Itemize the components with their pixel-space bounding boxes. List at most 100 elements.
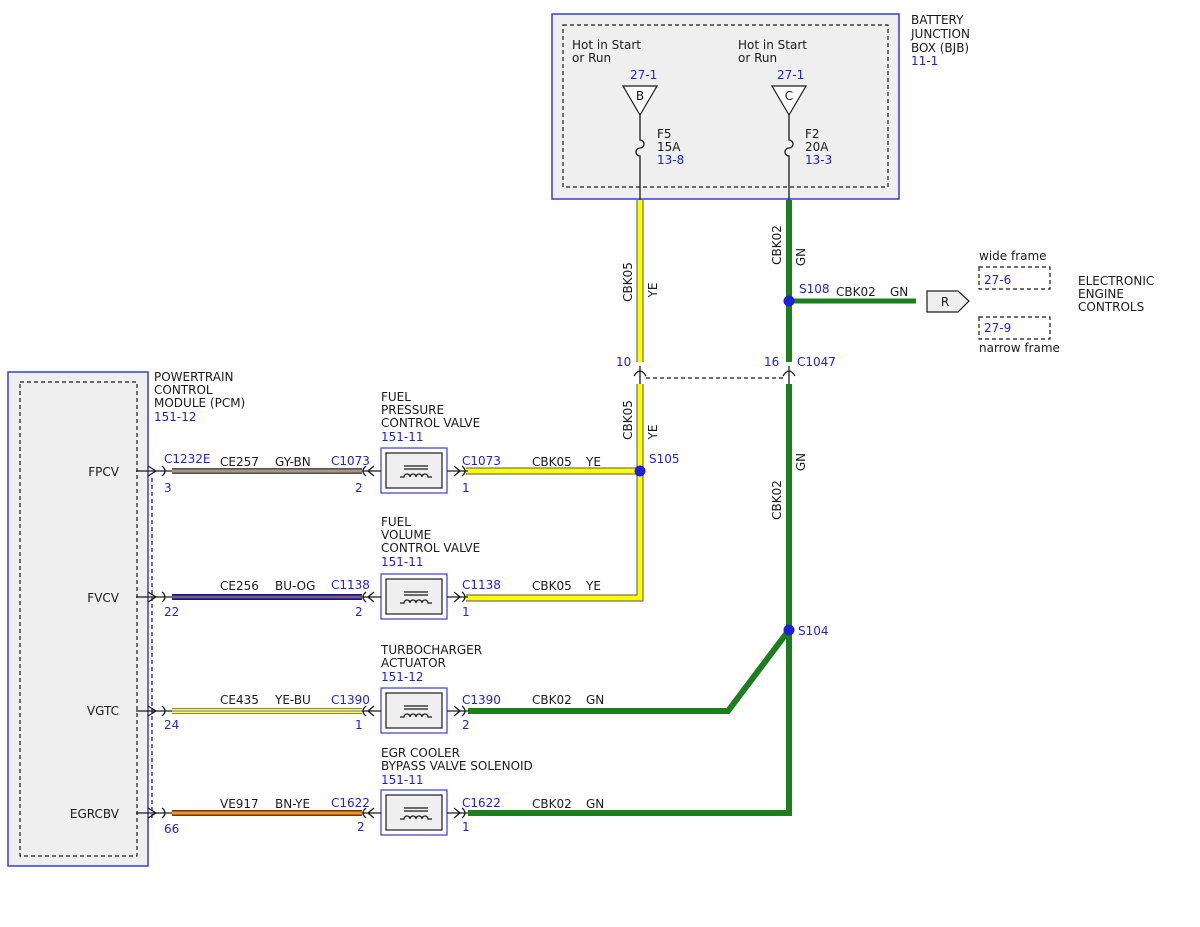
egrcbv-in-terminal [362,807,367,819]
eec-wide-frame-box [978,266,1051,290]
egrcbv-pin-out: 1 [462,820,470,834]
bjb-ref[interactable]: 11-1 [911,54,938,68]
vgtc-conn-out[interactable]: C1390 [462,693,501,707]
bjb-name-2: JUNCTION [910,27,970,41]
vgtc-out-terminal [461,705,466,717]
wire-gn-upper-color: GN [794,248,808,266]
fvcv-out-color: YE [585,579,601,593]
fvcv-name-2: VOLUME [381,528,431,542]
bjb-left-supply-2: or Run [572,51,611,65]
fvcv-pin-out: 1 [462,605,470,619]
vgtc-pin-out: 2 [462,718,470,732]
bjb-left-ref[interactable]: 27-1 [630,68,657,82]
fuse-f5-symbol [635,115,645,200]
c1047-label[interactable]: C1047 [797,355,836,369]
wire-ye-upper-circuit: CBK05 [621,262,635,302]
fpcv-name-2: PRESSURE [381,403,444,417]
vgtc-conn-in[interactable]: C1390 [331,693,370,707]
pcm-connector-label[interactable]: C1232E [164,452,211,466]
wire-ce435-label: CE435 [220,693,259,707]
bjb-name-3: BOX (BJB) [911,41,969,55]
fuse-f5-amps: 15A [657,140,681,154]
eec-name-2: ENGINE [1078,287,1124,301]
vgtc-ref[interactable]: 151-12 [381,670,424,684]
splice-s105[interactable] [634,465,646,477]
vgtc-out-wire: CBK02 [532,693,572,707]
fpcv-pin-out: 1 [462,481,470,495]
wire-ve917-label: VE917 [220,797,259,811]
wire-ye-upper-color: YE [646,283,660,299]
egrcbv-component[interactable] [362,789,468,836]
wire-gn-upper-circuit: CBK02 [770,225,784,265]
pcm-pin-22: 22 [164,605,179,619]
pcm-name-2: CONTROL [154,383,213,397]
bjb-right-supply-1: Hot in Start [738,38,807,52]
fvcv-name-1: FUEL [381,515,411,529]
bjb-left-supply-1: Hot in Start [572,38,641,52]
egrcbv-conn-in[interactable]: C1622 [331,796,370,810]
eec-wide-frame-ref[interactable]: 27-6 [984,273,1011,287]
power-source-b-letter: B [636,89,644,103]
eec-wide-frame-label: wide frame [979,249,1047,263]
pcm-frame [7,371,149,867]
wire-ce257-color: GY-BN [275,455,311,469]
fvcv-pin-in: 2 [355,605,363,619]
pcm-pin-arrows [136,465,172,819]
fvcv-in-terminal [362,591,367,603]
vgtc-in-arrow [366,705,375,717]
pcm-ref[interactable]: 151-12 [154,410,197,424]
egrcbv-ref[interactable]: 151-11 [381,773,424,787]
bjb-right-ref[interactable]: 27-1 [777,68,804,82]
fvcv-conn-in[interactable]: C1138 [331,578,370,592]
fvcv-component[interactable] [362,573,468,620]
fvcv-inner-box [385,578,443,615]
wire-gn-lower-color: GN [794,453,808,471]
wire-s108-branch-circuit: CBK02 [836,285,876,299]
wire-ce256-label: CE256 [220,579,259,593]
eec-connector-pentagon[interactable] [926,290,970,313]
wire-ye-lower-circuit: CBK05 [621,400,635,440]
c1047-pin-10: 10 [616,355,631,369]
wire-ce435-color: YE-BU [274,693,311,707]
splice-s108[interactable] [783,295,795,307]
wire-ce257-label: CE257 [220,455,259,469]
fuse-f2-symbol [784,115,794,200]
fpcv-out-arrow [453,465,462,477]
fuse-f5-ref[interactable]: 13-8 [657,153,684,167]
fvcv-ref[interactable]: 151-11 [381,555,424,569]
fpcv-name-3: CONTROL VALVE [381,416,480,430]
pcm-name-1: POWERTRAIN [154,370,234,384]
fpcv-out-color: YE [585,455,601,469]
pcm-module[interactable] [7,371,153,867]
splice-s104[interactable] [783,624,795,636]
fpcv-conn-out[interactable]: C1073 [462,454,501,468]
egrcbv-conn-out[interactable]: C1622 [462,796,501,810]
fpcv-out-terminal [461,465,466,477]
wire-ve917-color: BN-YE [275,797,310,811]
egrcbv-out-arrow [453,807,462,819]
wire-gn-lower-circuit: CBK02 [770,480,784,520]
fpcv-conn-in[interactable]: C1073 [331,454,370,468]
battery-junction-box[interactable] [551,13,900,200]
fpcv-ref[interactable]: 151-11 [381,430,424,444]
connector-c1047[interactable] [633,366,796,384]
fvcv-name-3: CONTROL VALVE [381,541,480,555]
fvcv-conn-out[interactable]: C1138 [462,578,501,592]
eec-narrow-frame-ref[interactable]: 27-9 [984,321,1011,335]
fpcv-coil-icon [400,473,432,478]
pcm-pin-vgtc-label: VGTC [87,704,119,718]
fpcv-out-wire: CBK05 [532,455,572,469]
power-source-b-triangle [621,85,659,117]
fuse-f2-ref[interactable]: 13-3 [805,153,832,167]
eec-connector-letter: R [941,295,949,309]
vgtc-component[interactable] [362,687,468,734]
fuse-f2-label: F2 [805,127,820,141]
fuse-f2-amps: 20A [805,140,829,154]
egrcbv-inner-box [385,794,443,831]
component-boxes [362,447,468,836]
fpcv-name-1: FUEL [381,390,411,404]
wire-cbk05-yellow [466,200,644,602]
fpcv-in-terminal [362,465,367,477]
vgtc-out-color: GN [586,693,604,707]
fpcv-component[interactable] [362,447,468,494]
